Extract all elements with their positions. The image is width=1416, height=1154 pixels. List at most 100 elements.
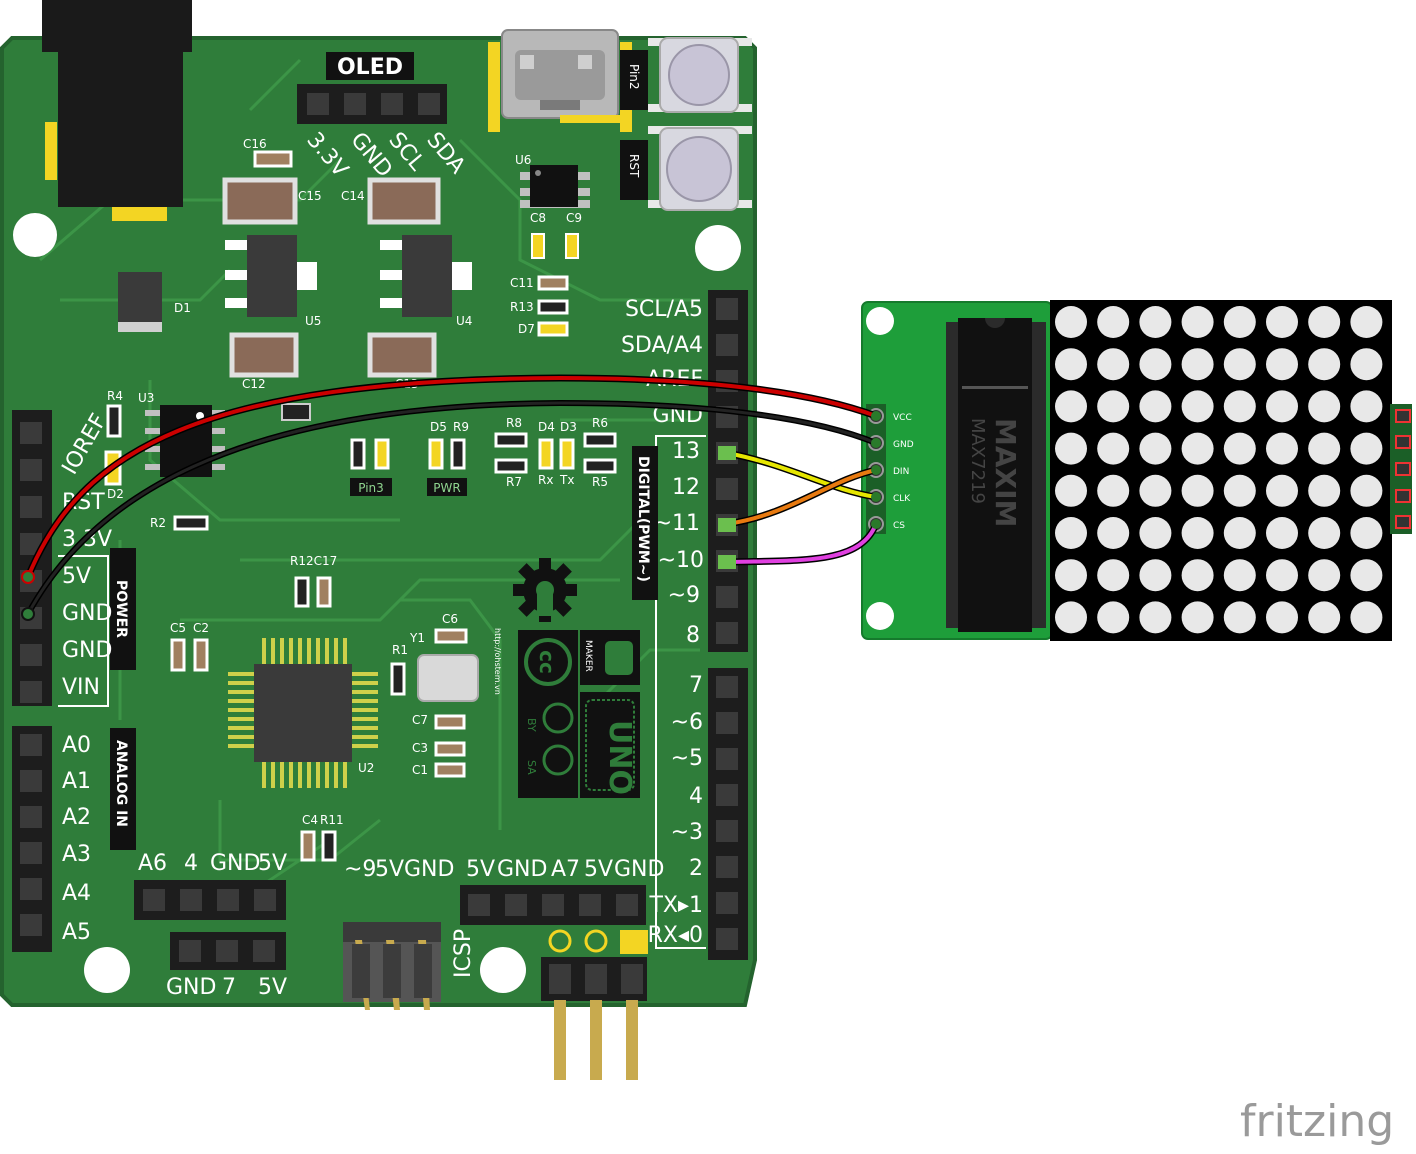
svg-text:SA: SA [525,760,538,775]
c9-cap [565,233,579,259]
matrix-led [1266,601,1298,634]
matrix-led [1181,474,1214,507]
mount-hole [695,225,741,271]
digital-pin-12: 12 [672,475,700,500]
oled-header [297,84,447,124]
matrix-led [1097,432,1130,465]
digital-pin-tx1: TX▸1 [648,893,703,918]
matrix-led [1139,390,1172,423]
matrix-led [1266,390,1298,423]
mount-hole [480,947,526,993]
c9-label: C9 [566,211,582,225]
c3-label: C3 [412,741,428,755]
matrix-led [1350,474,1383,507]
c12-cap [229,332,299,378]
small-chip [281,403,311,421]
d7-led [537,321,569,337]
d7-label: D7 [518,322,535,336]
r6-res [583,432,617,448]
digital-pin-8: 8 [686,623,700,648]
r11-res [321,830,337,862]
c16-label: C16 [243,137,267,151]
matrix-led [1181,390,1214,423]
bottom-pin-5v-2: 5V [258,975,287,1000]
power-pin-gnd: GND [62,601,112,626]
matrix-led [1350,348,1383,381]
power-label-bg [110,548,136,670]
r11-label: R11 [320,813,344,827]
matrix-led [1308,601,1341,634]
u2-mcu [228,638,378,788]
c5-label: C5 [170,621,186,635]
matrix-led [1181,559,1214,592]
oled-label: OLED [337,55,403,80]
matrix-led [1097,348,1130,381]
module-pin-clk: CLK [893,494,911,504]
r7-label: R7 [506,475,522,489]
matrix-led [1308,348,1341,381]
analog-pin-a2: A2 [62,805,91,830]
digital-pin-sda: SDA/A4 [621,333,703,358]
rb-pin-5v: 5V [466,857,495,882]
r1-label: R1 [392,643,408,657]
chip-name: MAX7219 [967,418,988,504]
c6-cap [434,628,468,644]
icsp-header [343,922,441,1010]
rst-button[interactable]: RST [620,126,752,211]
module-mount-hole [866,307,894,335]
u6-label: U6 [515,153,531,167]
matrix-led [1181,432,1214,465]
digital-label: DIGITAL(PWM~) [635,456,651,582]
u6-chip [520,165,590,208]
matrix-led [1181,306,1214,338]
bottom-left-header [134,880,286,920]
matrix-led [1055,559,1087,592]
digital-pin-4: 4 [689,784,703,809]
pin3-led-b [374,438,390,470]
pin2-button[interactable]: Pin2 [620,37,752,120]
matrix-led [1055,348,1087,381]
c16-cap [253,150,293,168]
r13-label: R13 [510,300,534,314]
digital-header-top [708,290,748,652]
usb-connector [488,29,632,132]
pwr-label: PWR [433,481,460,495]
r4-label: R4 [107,389,123,403]
matrix-led [1181,348,1214,381]
digital-pin-11: ~11 [654,511,700,536]
bottom-pin-4: 4 [184,851,198,876]
power-bracket [58,555,109,707]
c14-label: C14 [341,189,365,203]
matrix-led [1181,517,1214,549]
wires [21,374,881,621]
digital-pin-3: ~3 [671,820,703,845]
mount-hole [84,947,130,993]
r8-label: R8 [506,416,522,430]
r2-res [173,515,209,531]
matrix-led [1055,306,1087,338]
matrix-led [1223,348,1256,381]
power-pin-5v: 5V [62,564,91,589]
pin3-led-a [350,438,366,470]
r12-res [294,576,310,608]
matrix-led [1223,559,1256,592]
matrix-led [1308,559,1341,592]
r1-res [390,662,406,696]
bottom-pin-a6: A6 [138,851,167,876]
digital-pin-6: ~6 [671,710,703,735]
svg-text:cc: cc [535,650,559,674]
d4-led [538,438,554,470]
u5-label: U5 [305,314,321,328]
matrix-led [1350,306,1383,338]
pwr-label-bg [427,478,467,496]
r5-label: R5 [592,475,608,489]
c7-label: C7 [412,713,428,727]
matrix-led [1139,432,1172,465]
cc-license-logo: cc BY SA [518,630,578,798]
matrix-led [1308,306,1341,338]
matrix-led [1097,601,1130,634]
digital-pin-rx0: RX◂0 [648,923,703,948]
c15-label: C15 [298,189,322,203]
matrix-led [1350,517,1383,549]
